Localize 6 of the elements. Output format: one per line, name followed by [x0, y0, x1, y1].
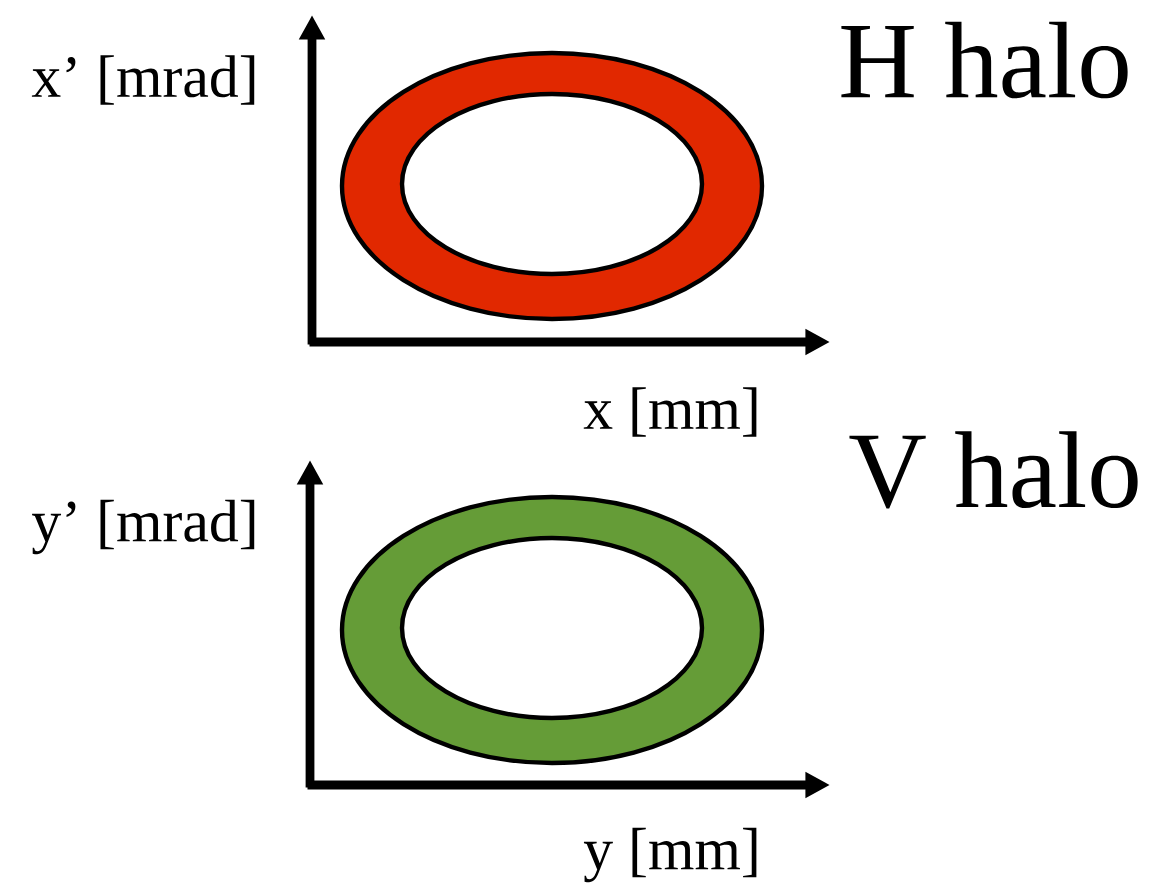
- axis-label: y [mm]: [583, 827, 757, 883]
- plot-title: H halo: [841, 21, 1128, 99]
- axis-label: y’ [mrad]: [32, 499, 255, 555]
- axis-label: x [mm]: [583, 387, 757, 437]
- axis-label: x’ [mrad]: [31, 55, 255, 105]
- plot-title: V halo: [849, 431, 1138, 509]
